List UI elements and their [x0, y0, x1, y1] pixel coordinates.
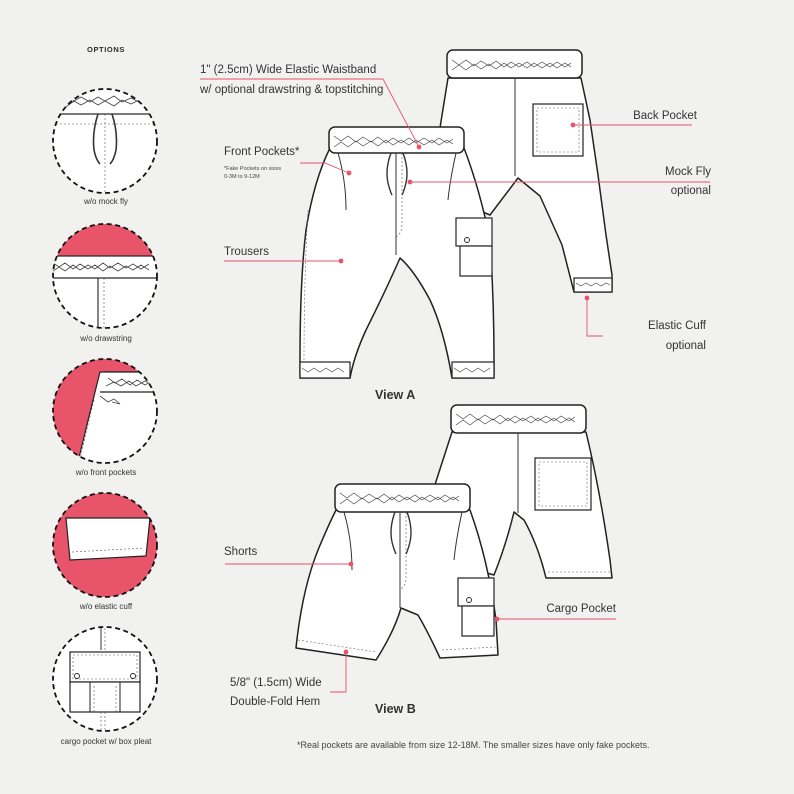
option-circle-cargo-pocket — [52, 626, 158, 732]
options-title: OPTIONS — [87, 45, 125, 54]
option-caption-front-pockets: w/o front pockets — [75, 468, 137, 477]
callout-lines — [200, 78, 710, 693]
label-hem-line1: 5/8" (1.5cm) Wide — [230, 677, 322, 689]
label-view-b: View B — [375, 702, 416, 716]
option-circle-elastic-cuff — [52, 492, 158, 598]
label-view-a: View A — [375, 388, 416, 402]
label-mock-fly: Mock Fly — [665, 166, 711, 178]
label-cargo-pocket: Cargo Pocket — [546, 603, 616, 615]
label-fake-pockets-note-line2: 0-3M to 9-12M — [224, 174, 260, 180]
label-trousers: Trousers — [224, 246, 269, 258]
label-waistband-line1: 1" (2.5cm) Wide Elastic Waistband — [200, 64, 377, 76]
label-back-pocket: Back Pocket — [633, 110, 697, 122]
trousers-front-drawing — [299, 126, 495, 379]
label-fake-pockets-note-line1: *Fake Pockets on sizes — [224, 166, 282, 172]
label-hem-line2: Double-Fold Hem — [230, 696, 321, 708]
label-elastic-cuff: Elastic Cuff — [648, 320, 706, 332]
trousers-back-drawing — [429, 49, 613, 293]
label-mock-fly-optional: optional — [670, 185, 711, 197]
footnote: *Real pockets are available from size 12… — [297, 740, 650, 750]
option-caption-elastic-cuff: w/o elastic cuff — [79, 602, 133, 611]
option-circle-front-pockets — [52, 358, 158, 464]
option-caption-cargo-pocket: cargo pocket w/ box pleat — [60, 737, 152, 746]
option-caption-drawstring: w/o drawstring — [80, 334, 132, 343]
label-front-pockets: Front Pockets* — [224, 146, 300, 158]
shorts-front-drawing — [295, 483, 499, 661]
label-shorts: Shorts — [224, 546, 258, 558]
option-caption-mock-fly: w/o mock fly — [83, 197, 128, 206]
label-waistband-line2: w/ optional drawstring & topstitching — [200, 84, 384, 96]
callout-dots — [338, 122, 590, 655]
option-circle-drawstring — [52, 223, 158, 329]
option-circle-mock-fly — [52, 88, 158, 194]
label-elastic-cuff-optional: optional — [665, 340, 706, 352]
